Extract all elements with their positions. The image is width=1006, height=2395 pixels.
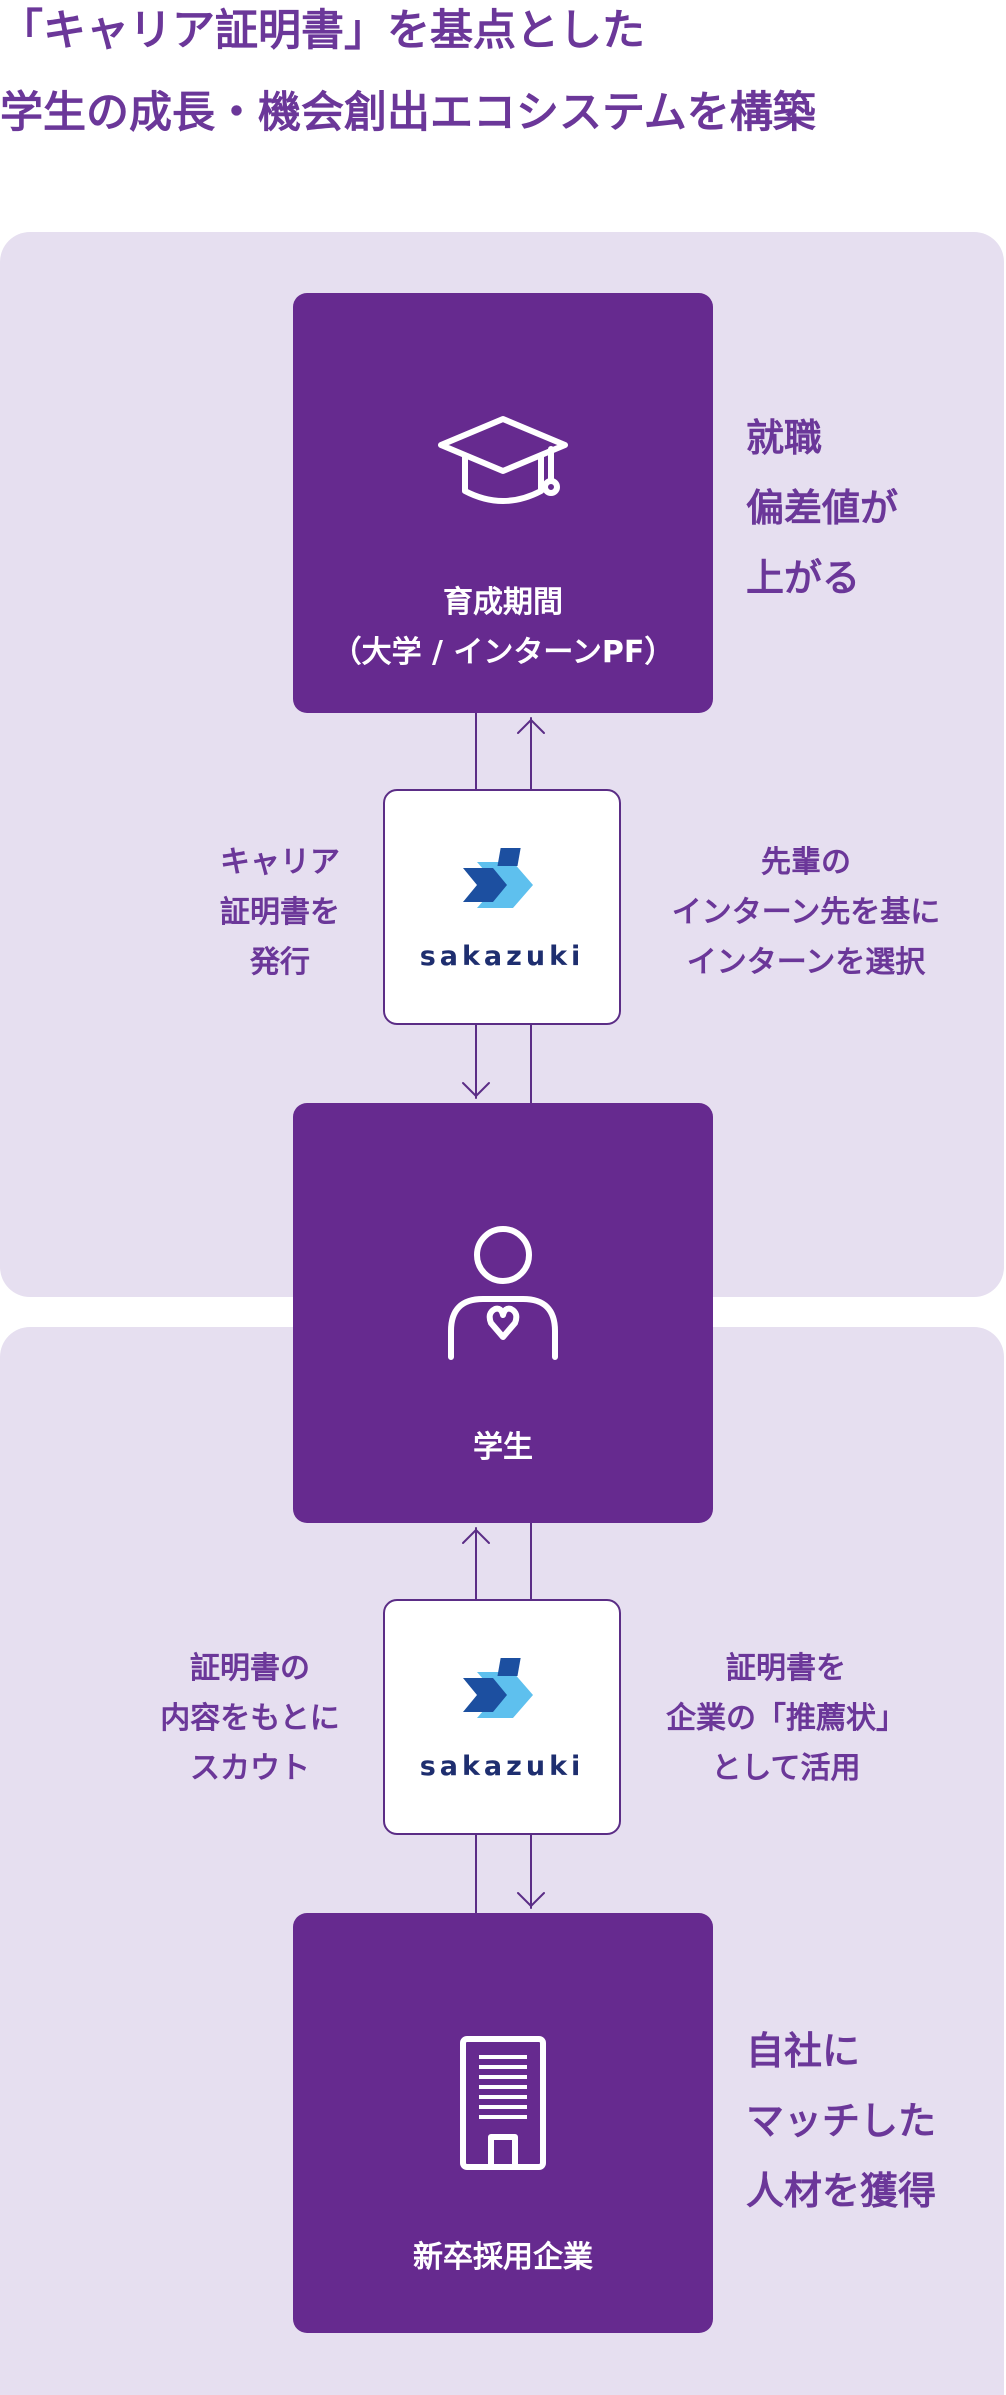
node-new-grad-company: 新卒採用企業 <box>293 1913 713 2333</box>
page-title-line2: 学生の成長・機会創出エコシステムを構築 <box>0 88 816 138</box>
outcome-line: 就職 <box>746 416 823 460</box>
edge-label-line: 証明書を <box>726 1651 846 1686</box>
edge-label-line: 証明書の <box>190 1651 310 1686</box>
outcome-line: マッチした <box>746 2099 937 2143</box>
node-training-sublabel: （大学 / インターンPF） <box>331 635 675 670</box>
node-student-label: 学生 <box>473 1430 533 1465</box>
edge-label-line: 企業の「推薦状」 <box>666 1701 906 1736</box>
edge-label-issue-certificate: キャリア 証明書を 発行 <box>170 838 390 988</box>
outcome-line: 上がる <box>746 556 861 600</box>
arrowhead-up <box>517 719 545 734</box>
arrowhead-up <box>462 1529 490 1544</box>
node-training-label: 育成期間 <box>443 585 563 620</box>
edge-label-line: 内容をもとに <box>160 1701 340 1736</box>
edge-label-line: として活用 <box>711 1751 861 1786</box>
edge-label-line: キャリア <box>220 845 340 880</box>
edge-label-line: スカウト <box>190 1751 310 1786</box>
person-heart-icon <box>293 1225 713 1369</box>
arrowhead-down <box>517 1892 545 1907</box>
sakazuki-logo-icon <box>463 1658 533 1718</box>
sakazuki-logo-box-top: sakazuki <box>383 789 621 1025</box>
edge-label-select-internship: 先輩の インターン先を基に インターンを選択 <box>636 838 976 988</box>
edge-label-recommendation: 証明書を 企業の「推薦状」 として活用 <box>636 1644 936 1794</box>
page-title-line1: 「キャリア証明書」を基点とした <box>0 6 645 56</box>
building-icon <box>293 2033 713 2177</box>
outcome-line: 偏差値が <box>746 486 899 530</box>
edge-label-line: インターンを選択 <box>686 945 926 980</box>
node-company-label: 新卒採用企業 <box>413 2240 593 2275</box>
edge-label-line: 発行 <box>250 945 310 980</box>
outcome-line: 人材を獲得 <box>746 2169 937 2213</box>
edge-label-line: 証明書を <box>220 895 340 930</box>
sakazuki-logo-text: sakazuki <box>419 941 585 972</box>
sakazuki-logo-text: sakazuki <box>419 1751 585 1782</box>
edge-label-line: インターン先を基に <box>671 895 941 930</box>
arrowhead-down <box>462 1082 490 1097</box>
outcome-top: 就職 偏差値が 上がる <box>746 403 898 613</box>
outcome-bottom: 自社に マッチした 人材を獲得 <box>746 2016 936 2226</box>
outcome-line: 自社に <box>746 2029 861 2073</box>
edge-label-scout: 証明書の 内容をもとに スカウト <box>120 1644 380 1794</box>
graduation-cap-icon <box>293 413 713 517</box>
edge-label-line: 先輩の <box>761 845 851 880</box>
sakazuki-logo-box-bottom: sakazuki <box>383 1599 621 1835</box>
node-training-period: 育成期間 （大学 / インターンPF） <box>293 293 713 713</box>
node-student: 学生 <box>293 1103 713 1523</box>
sakazuki-logo-icon <box>463 848 533 908</box>
